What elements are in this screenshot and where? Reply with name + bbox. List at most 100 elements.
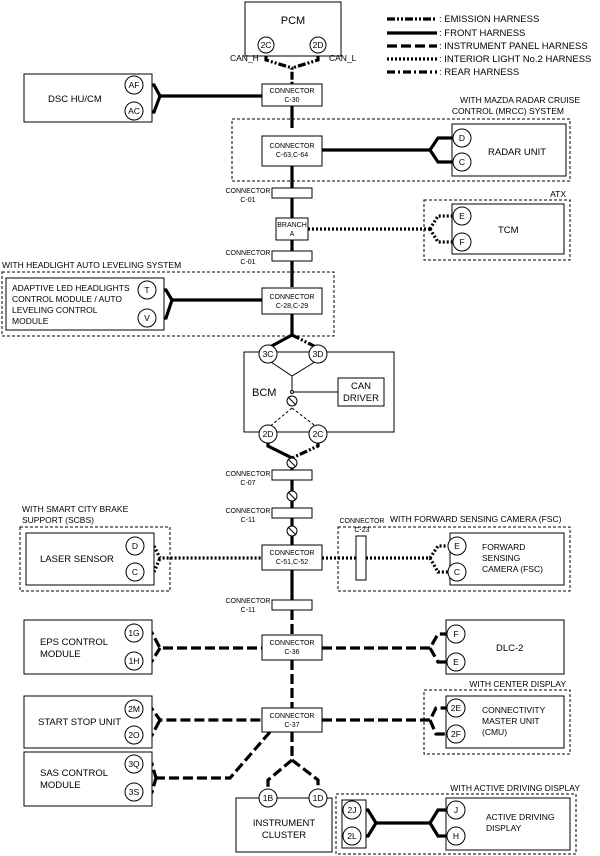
fsc-line3: CAMERA (FSC) xyxy=(482,564,543,574)
radar-pin-c-label: C xyxy=(459,157,465,167)
can-h-label: CAN_H xyxy=(230,53,259,63)
dlc-pin-e-label: E xyxy=(453,657,459,667)
eps-line1: EPS CONTROL xyxy=(40,637,108,648)
cmu-pin-2e-label: 2E xyxy=(451,703,462,713)
scbs-optional-frame xyxy=(19,526,171,592)
headlight-optional-frame xyxy=(1,271,335,337)
connector-c51-group: WITH SMART CITY BRAKE SUPPORT (SCBS) LAS… xyxy=(19,504,571,592)
pcm-pin-2d xyxy=(309,36,327,54)
tcm-pin-e-label: E xyxy=(459,211,465,221)
bcm-bottom-lines xyxy=(267,407,319,429)
radar-box xyxy=(451,123,567,177)
branch-title: BRANCH xyxy=(277,222,307,229)
tcm-label: TCM xyxy=(498,225,519,236)
headlight-line1: ADAPTIVE LED HEADLIGHTS xyxy=(12,283,130,293)
eps-line2: MODULE xyxy=(40,649,81,660)
c23-id: C-23 xyxy=(354,527,369,534)
bcm-pin-3d xyxy=(308,344,328,364)
bcm-pin-2c-label: 2C xyxy=(313,429,324,439)
laser-wire xyxy=(146,544,262,574)
dsc-pin-ac-label: AC xyxy=(128,106,140,116)
c36-title: CONNECTOR xyxy=(270,640,315,647)
add-pin-2l-label: 2L xyxy=(347,831,357,841)
sas-line2: MODULE xyxy=(40,780,81,791)
legend-emission-label: : EMISSION HARNESS xyxy=(439,14,539,25)
c07-box xyxy=(271,469,313,481)
bcm-2c-wire xyxy=(291,440,320,460)
connector-c37-group: WITH CENTER DISPLAY START STOP UNIT 2M 2… xyxy=(23,679,571,755)
headlight-pin-v-label: V xyxy=(144,313,150,323)
dlc-box xyxy=(445,619,565,675)
headlight-wire xyxy=(156,288,262,320)
eps-wire xyxy=(144,631,262,663)
c23-box xyxy=(355,535,367,581)
pcm-label: PCM xyxy=(281,15,305,27)
cmu-line1: CONNECTIVITY xyxy=(482,705,546,715)
can-l-label: CAN_L xyxy=(329,53,357,63)
bcm-top-lines xyxy=(267,359,319,377)
cmu-box xyxy=(445,695,565,749)
start-stop-pin-2o xyxy=(124,725,144,745)
cluster-pin-1d-label: 1D xyxy=(313,793,324,803)
bcm-module: BCM 3C 3D 2D 2C CAN DRIVER xyxy=(243,344,395,444)
radar-wire-fork xyxy=(428,136,452,164)
laser-pin-d-label: D xyxy=(132,541,138,551)
c01b-box xyxy=(271,250,313,262)
headlight-line2: CONTROL MODULE / AUTO xyxy=(12,294,122,304)
c11a-id: C-11 xyxy=(241,517,256,524)
scbs-note-line2: SUPPORT (SCBS) xyxy=(22,515,94,525)
cmu-line2: MASTER UNIT xyxy=(482,716,540,726)
mrcc-note-line2: CONTROL (MRCC) SYSTEM xyxy=(452,106,564,116)
legend: : EMISSION HARNESS : FRONT HARNESS : INS… xyxy=(387,14,591,78)
add-line2: DISPLAY xyxy=(486,823,522,833)
dlc-pin-f-label: F xyxy=(453,629,458,639)
headlight-pin-v xyxy=(137,308,157,328)
radar-pin-d xyxy=(452,128,472,148)
c63-title: CONNECTOR xyxy=(270,143,315,150)
c11a-box xyxy=(271,507,313,519)
fsc-note: WITH FORWARD SENSING CAMERA (FSC) xyxy=(390,514,562,524)
fsc-box xyxy=(449,532,565,586)
c37-box xyxy=(261,707,323,733)
add-note: WITH ACTIVE DRIVING DISPLAY xyxy=(450,783,580,793)
cluster-1d-wire xyxy=(291,758,320,790)
branch-a-box xyxy=(275,217,309,241)
terminator-icon xyxy=(286,395,298,407)
add-box xyxy=(445,797,571,851)
mrcc-note-line1: WITH MAZDA RADAR CRUISE xyxy=(460,95,580,105)
sas-pin-3q-label: 3Q xyxy=(128,759,140,769)
fsc-pin-c-label: C xyxy=(454,567,460,577)
cluster-pin-1b xyxy=(258,788,278,808)
c11b-title: CONNECTOR xyxy=(226,598,271,605)
pcm-canl-wire xyxy=(291,55,320,70)
bcm-pin-3c-label: 3C xyxy=(263,349,274,359)
c30-title: CONNECTOR xyxy=(270,88,315,95)
headlight-pin-t xyxy=(137,280,157,300)
terminator-icon xyxy=(286,457,298,469)
bcm-pin-2c xyxy=(308,424,328,444)
atx-note: ATX xyxy=(550,189,566,199)
dlc-pin-e xyxy=(446,652,466,672)
bcm-pin-3c xyxy=(258,344,278,364)
legend-rear-label: : REAR HARNESS xyxy=(439,67,519,78)
branch-a-group: CONNECTOR C-01 ATX BRANCH A TCM E F CONN… xyxy=(226,187,571,266)
dlc-label: DLC-2 xyxy=(496,643,523,654)
cmu-pin-2f-label: 2F xyxy=(451,729,461,739)
add-pin-2j-label: 2J xyxy=(348,805,357,815)
bcm-pin-2d-label: 2D xyxy=(263,429,274,439)
pcm-canh-wire xyxy=(264,55,294,84)
c30-id: C-30 xyxy=(284,97,299,104)
c63-id: C-63,C-64 xyxy=(276,152,308,159)
legend-instrument-label: : INSTRUMENT PANEL HARNESS xyxy=(439,41,588,52)
c01b-id: C-01 xyxy=(240,259,255,266)
c23-title: CONNECTOR xyxy=(340,518,385,525)
radar-pin-d-label: D xyxy=(459,133,465,143)
c51-id: C-51,C-52 xyxy=(276,559,308,566)
c01a-id: C-01 xyxy=(240,197,255,204)
fsc-pin-e-label: E xyxy=(454,541,460,551)
add-pin-j-label: J xyxy=(454,805,458,815)
terminator-icon xyxy=(286,490,298,502)
connector-c36-group: EPS CONTROL MODULE 1G 1H CONNECTOR C-36 … xyxy=(23,619,565,675)
c01a-box xyxy=(271,187,313,199)
